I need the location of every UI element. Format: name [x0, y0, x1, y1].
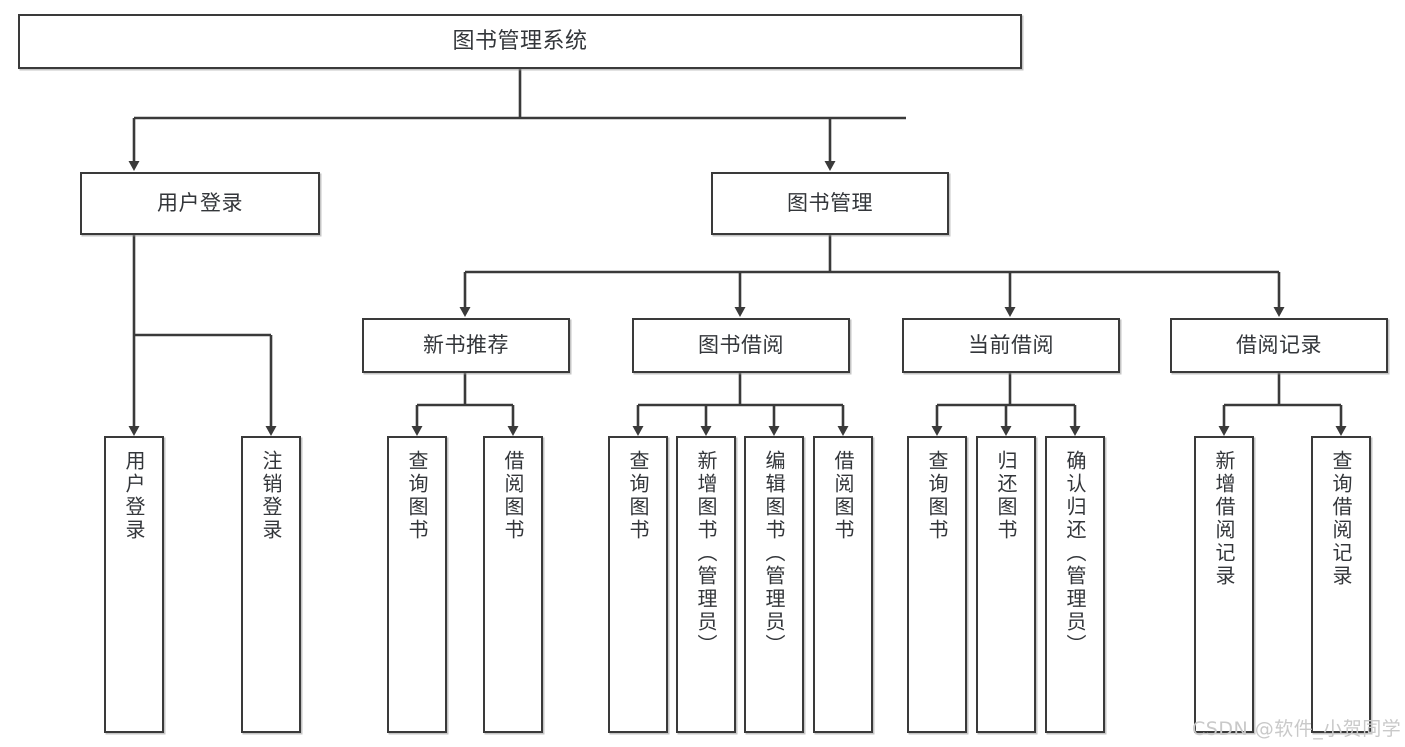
node-borrow-records[interactable]: 借阅记录	[1170, 318, 1388, 373]
leaf-user-login-login[interactable]: 用户登录	[104, 436, 164, 733]
leaf-new-book-borrow[interactable]: 借阅图书	[483, 436, 543, 733]
node-current-borrow[interactable]: 当前借阅	[902, 318, 1120, 373]
leaf-book-borrow-add[interactable]: 新增图书（管理员）	[676, 436, 736, 733]
leaf-borrow-records-add[interactable]: 新增借阅记录	[1194, 436, 1254, 733]
node-label: 借阅图书	[831, 450, 855, 542]
leaf-book-borrow-query[interactable]: 查询图书	[608, 436, 668, 733]
node-label: 借阅图书	[501, 450, 525, 542]
leaf-book-borrow-borrow[interactable]: 借阅图书	[813, 436, 873, 733]
node-root-system[interactable]: 图书管理系统	[18, 14, 1022, 69]
node-label: 当前借阅	[968, 333, 1054, 358]
node-user-login[interactable]: 用户登录	[80, 172, 320, 235]
node-label: 用户登录	[157, 191, 243, 216]
node-book-management[interactable]: 图书管理	[711, 172, 949, 235]
node-label: 图书管理系统	[452, 28, 588, 54]
leaf-current-borrow-return[interactable]: 归还图书	[976, 436, 1036, 733]
leaf-borrow-records-query[interactable]: 查询借阅记录	[1311, 436, 1371, 733]
leaf-book-borrow-edit[interactable]: 编辑图书（管理员）	[744, 436, 804, 733]
node-label: 借阅记录	[1236, 333, 1322, 358]
node-label: 确认归还（管理员）	[1063, 450, 1087, 657]
leaf-user-login-logout[interactable]: 注销登录	[241, 436, 301, 733]
node-label: 新增图书（管理员）	[694, 450, 718, 657]
node-label: 新书推荐	[423, 333, 509, 358]
node-label: 查询图书	[925, 450, 949, 542]
node-label: 图书借阅	[698, 333, 784, 358]
node-label: 查询借阅记录	[1329, 450, 1353, 588]
node-label: 图书管理	[787, 191, 873, 216]
node-label: 注销登录	[259, 450, 283, 542]
node-label: 用户登录	[122, 450, 146, 542]
leaf-current-borrow-query[interactable]: 查询图书	[907, 436, 967, 733]
node-book-borrow[interactable]: 图书借阅	[632, 318, 850, 373]
leaf-current-borrow-confirm-return[interactable]: 确认归还（管理员）	[1045, 436, 1105, 733]
node-label: 新增借阅记录	[1212, 450, 1236, 588]
node-label: 查询图书	[405, 450, 429, 542]
node-new-book-recommend[interactable]: 新书推荐	[362, 318, 570, 373]
watermark-text: CSDN @软件_小贺同学	[1192, 718, 1402, 740]
node-label: 查询图书	[626, 450, 650, 542]
leaf-new-book-query[interactable]: 查询图书	[387, 436, 447, 733]
node-label: 归还图书	[994, 450, 1018, 542]
node-label: 编辑图书（管理员）	[762, 450, 786, 657]
